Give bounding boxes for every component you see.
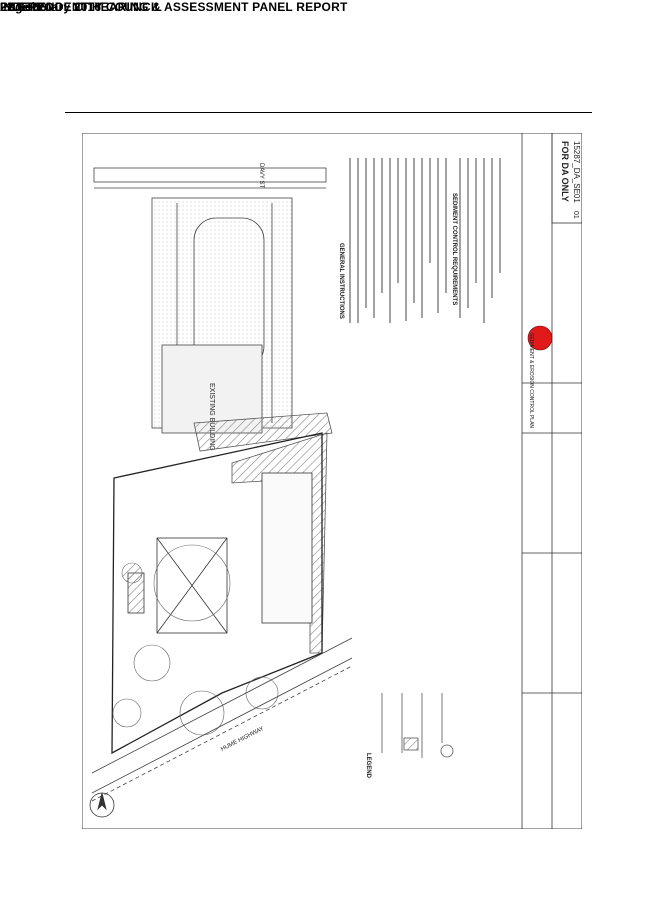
plan-title: SEDIMENT & EROSION CONTROL PLAN (528, 333, 534, 428)
revision-number: 01 (572, 211, 579, 219)
council-name: LIVERPOOL CITY COUNCIL (0, 0, 162, 14)
highway (91, 637, 353, 802)
site-boundary (111, 432, 323, 755)
general-notes-title: GENERAL INSTRUCTIONS (338, 243, 344, 319)
site-plan-drawing: EXISTING BUILDING HUME HIGHWAY DAVY ST (82, 133, 582, 829)
header-rule (65, 112, 592, 113)
existing-building: EXISTING BUILDING (161, 344, 263, 451)
hatched-strip (193, 412, 333, 452)
stamp-dot (527, 325, 553, 351)
page-number: Page 66 (0, 0, 47, 14)
drawing-number: 15287_DA_SE01 (572, 141, 581, 203)
north-arrow-icon (89, 792, 115, 818)
title-block (521, 133, 582, 829)
street-top-label: DAVY ST (258, 163, 264, 188)
tree-symbols (112, 544, 279, 736)
requirements-title: SEDIMENT CONTROL REQUIREMENTS (451, 193, 457, 305)
proposed-building (127, 472, 313, 634)
legend-title: LEGEND (365, 753, 371, 779)
da-stamp: FOR DA ONLY (560, 141, 570, 202)
report-date: 22 February 2016 (0, 0, 102, 14)
general-notes (349, 158, 501, 323)
legend (381, 693, 454, 758)
existing-building-label: EXISTING BUILDING (208, 383, 215, 451)
report-title: INDEPENDENT HEARING & ASSESSMENT PANEL R… (0, 0, 348, 14)
